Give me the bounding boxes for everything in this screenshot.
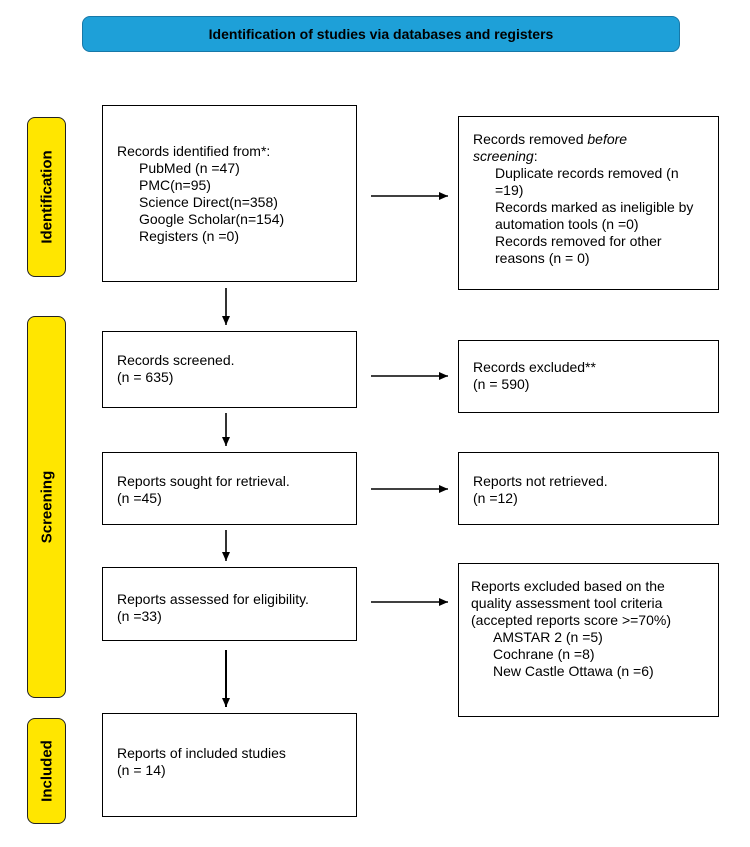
reports-assessed-label: Reports assessed for eligibility. bbox=[117, 591, 309, 607]
included-studies-box: Reports of included studies (n = 14) bbox=[102, 713, 357, 817]
quality-excluded-box: Reports excluded based on the quality as… bbox=[458, 563, 719, 717]
records-excluded-count: (n = 590) bbox=[473, 376, 530, 392]
other-records-removed: Records removed for other reasons (n = 0… bbox=[495, 233, 662, 266]
stage-screening: Screening bbox=[27, 316, 66, 698]
quality-excluded-line-1: Reports excluded based on the bbox=[471, 578, 665, 594]
header-title: Identification of studies via databases … bbox=[208, 26, 554, 42]
pmc-count: PMC(n=95) bbox=[139, 177, 211, 193]
records-removed-box: Records removed before screening: Duplic… bbox=[458, 116, 719, 290]
records-screened-label: Records screened. bbox=[117, 352, 235, 368]
reports-not-retrieved-label: Reports not retrieved. bbox=[473, 473, 608, 489]
quality-excluded-line-2: quality assessment tool criteria bbox=[471, 595, 663, 611]
stage-included: Included bbox=[27, 718, 66, 824]
records-excluded-label: Records excluded** bbox=[473, 359, 596, 375]
records-screened-count: (n = 635) bbox=[117, 369, 174, 385]
included-studies-count: (n = 14) bbox=[117, 762, 166, 778]
amstar-count: AMSTAR 2 (n =5) bbox=[493, 629, 603, 645]
reports-sought-box: Reports sought for retrieval. (n =45) bbox=[102, 452, 357, 525]
newcastle-ottawa-count: New Castle Ottawa (n =6) bbox=[493, 663, 654, 679]
records-excluded-box: Records excluded** (n = 590) bbox=[458, 340, 719, 413]
reports-sought-count: (n =45) bbox=[117, 490, 162, 506]
reports-sought-label: Reports sought for retrieval. bbox=[117, 473, 290, 489]
science-direct-count: Science Direct(n=358) bbox=[139, 194, 278, 210]
duplicate-records-removed: Duplicate records removed (n =19) bbox=[495, 165, 679, 198]
reports-assessed-box: Reports assessed for eligibility. (n =33… bbox=[102, 567, 357, 641]
records-removed-heading-em: screening bbox=[473, 148, 534, 164]
cochrane-count: Cochrane (n =8) bbox=[493, 646, 595, 662]
reports-not-retrieved-count: (n =12) bbox=[473, 490, 518, 506]
records-removed-heading: Records removed before bbox=[473, 131, 628, 147]
quality-excluded-line-3: (accepted reports score >=70%) bbox=[471, 612, 671, 628]
records-identified-heading: Records identified from*: bbox=[117, 143, 271, 159]
ineligible-records-removed: Records marked as ineligible by automati… bbox=[495, 199, 694, 232]
stage-identification: Identification bbox=[27, 117, 66, 277]
reports-not-retrieved-box: Reports not retrieved. (n =12) bbox=[458, 452, 719, 525]
records-identified-box: Records identified from*: PubMed (n =47)… bbox=[102, 105, 357, 282]
reports-assessed-count: (n =33) bbox=[117, 608, 162, 624]
pubmed-count: PubMed (n =47) bbox=[139, 160, 240, 176]
included-studies-label: Reports of included studies bbox=[117, 745, 286, 761]
diagram-header: Identification of studies via databases … bbox=[82, 16, 680, 52]
google-scholar-count: Google Scholar(n=154) bbox=[139, 211, 285, 227]
registers-count: Registers (n =0) bbox=[139, 228, 239, 244]
records-screened-box: Records screened. (n = 635) bbox=[102, 331, 357, 408]
